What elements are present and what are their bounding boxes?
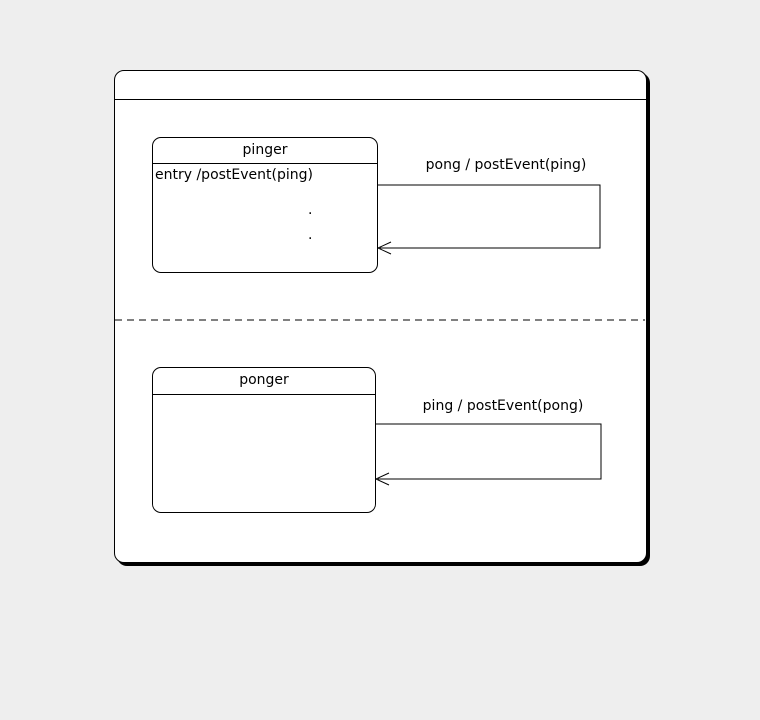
state-pinger-entry-action: entry /postEvent(ping) — [155, 167, 313, 183]
state-ponger-body — [153, 395, 375, 398]
state-pinger-ellipsis: . . — [308, 198, 312, 248]
ellipsis-dot: . — [308, 202, 313, 218]
ellipsis-dot: . — [308, 227, 313, 243]
ponger-transition-label: ping / postEvent(pong) — [422, 398, 584, 414]
state-pinger-title: pinger — [153, 138, 377, 164]
frame-title-bar — [115, 71, 646, 100]
pinger-transition-label: pong / postEvent(ping) — [425, 157, 587, 173]
state-ponger: ponger — [152, 367, 376, 513]
state-ponger-title: ponger — [153, 368, 375, 395]
state-pinger: pinger entry /postEvent(ping) . . — [152, 137, 378, 273]
